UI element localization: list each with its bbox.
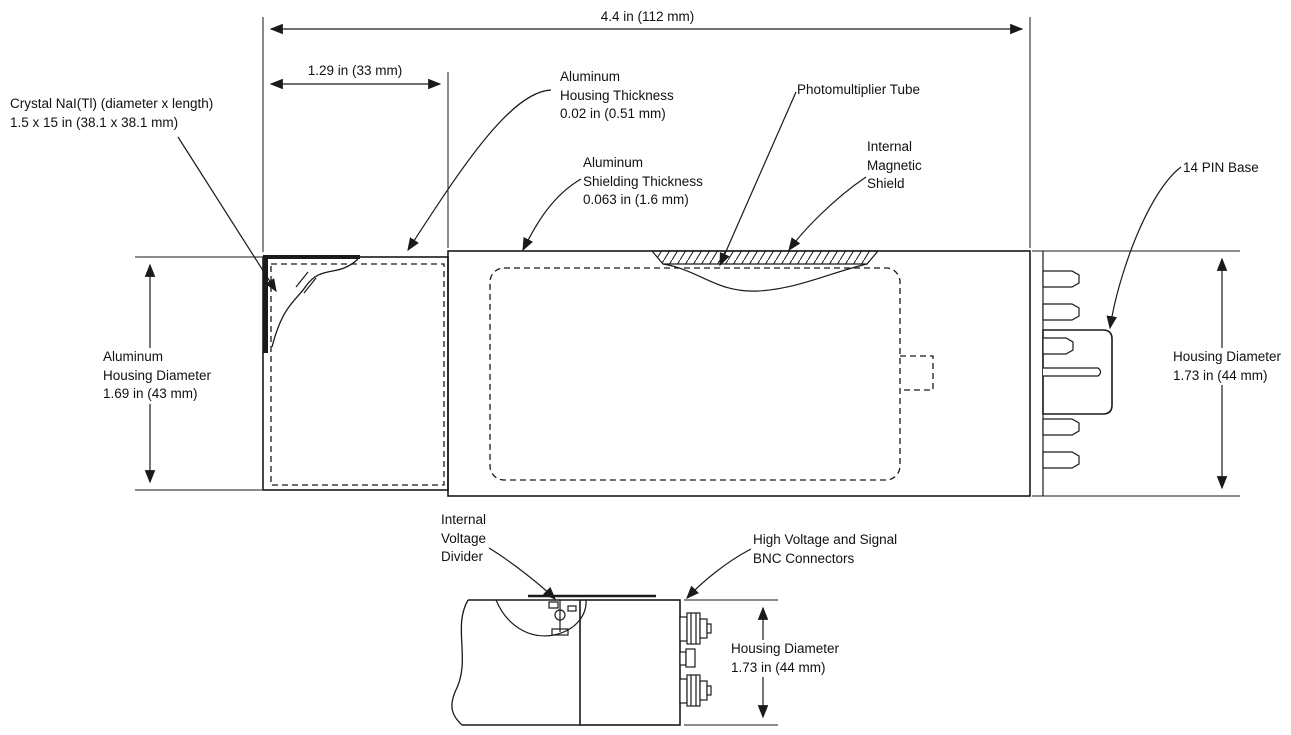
pin — [1042, 451, 1080, 469]
rear-view — [451, 594, 712, 726]
label-crystal: Crystal NaI(Tl) (diameter x length) 1.5 … — [10, 96, 214, 130]
pin — [1042, 337, 1074, 355]
crystal-window-front — [263, 255, 268, 353]
leader-pin-base — [1106, 166, 1182, 330]
leader-shielding-thickness — [522, 178, 582, 252]
glass-slash — [295, 271, 309, 288]
dim-label-crystal-length: 1.29 in (33 mm) — [307, 63, 403, 78]
leader-pmt — [719, 91, 797, 267]
dim-label-overall-length: 4.4 in (112 mm) — [600, 9, 695, 24]
label-housing-diameter-left: Aluminum Housing Diameter 1.69 in (43 mm… — [100, 348, 224, 404]
crystal-window-top — [263, 255, 360, 259]
leader-crystal — [177, 136, 277, 293]
crystal-dashed-outline — [270, 263, 445, 486]
leader-lines — [177, 89, 1182, 600]
label-shielding-thickness: Aluminum Shielding Thickness 0.063 in (1… — [583, 155, 703, 207]
extension-lines — [135, 17, 1240, 726]
label-pin-base: 14 PIN Base — [1183, 160, 1259, 175]
pin — [1042, 418, 1080, 436]
pmt-stem-dashed — [900, 355, 934, 391]
hidden-internals — [270, 263, 934, 486]
label-housing-thickness: Aluminum Housing Thickness 0.02 in (0.51… — [560, 69, 674, 121]
center-pin — [1043, 367, 1102, 377]
label-voltage-divider: Internal Voltage Divider — [441, 512, 487, 564]
leader-voltage-divider — [488, 547, 556, 600]
housing-outline — [262, 250, 1044, 497]
magnetic-shield — [650, 250, 880, 292]
tube-break-edge — [451, 599, 469, 726]
label-bnc-connectors: High Voltage and Signal BNC Connectors — [753, 532, 898, 566]
leader-magnetic-shield — [788, 176, 867, 252]
pmt-dashed-outline — [489, 267, 901, 481]
bnc-connectors — [679, 612, 712, 707]
leader-bnc — [686, 548, 752, 599]
crystal-cutaway — [263, 255, 360, 353]
label-magnetic-shield: Internal Magnetic Shield — [867, 139, 922, 191]
leader-housing-thickness — [407, 89, 552, 252]
voltage-divider-parts — [548, 600, 577, 636]
pin — [1042, 303, 1080, 321]
rear-cap — [579, 599, 681, 726]
glass-slash — [303, 277, 317, 294]
pmt-housing — [447, 250, 1031, 497]
label-photomultiplier: Photomultiplier Tube — [797, 82, 921, 97]
label-housing-diameter-right: Housing Diameter 1.73 in (44 mm) — [1170, 348, 1288, 385]
shield-break-line — [662, 263, 868, 292]
pin — [1042, 270, 1080, 288]
crystal-housing — [262, 256, 449, 491]
magnetic-shield-band — [650, 250, 880, 265]
cap-cutaway — [495, 599, 587, 637]
pin-base — [1042, 270, 1113, 469]
label-housing-diameter-bottom: Housing Diameter 1.73 in (44 mm) — [728, 640, 849, 677]
crystal-break-line — [271, 258, 359, 348]
